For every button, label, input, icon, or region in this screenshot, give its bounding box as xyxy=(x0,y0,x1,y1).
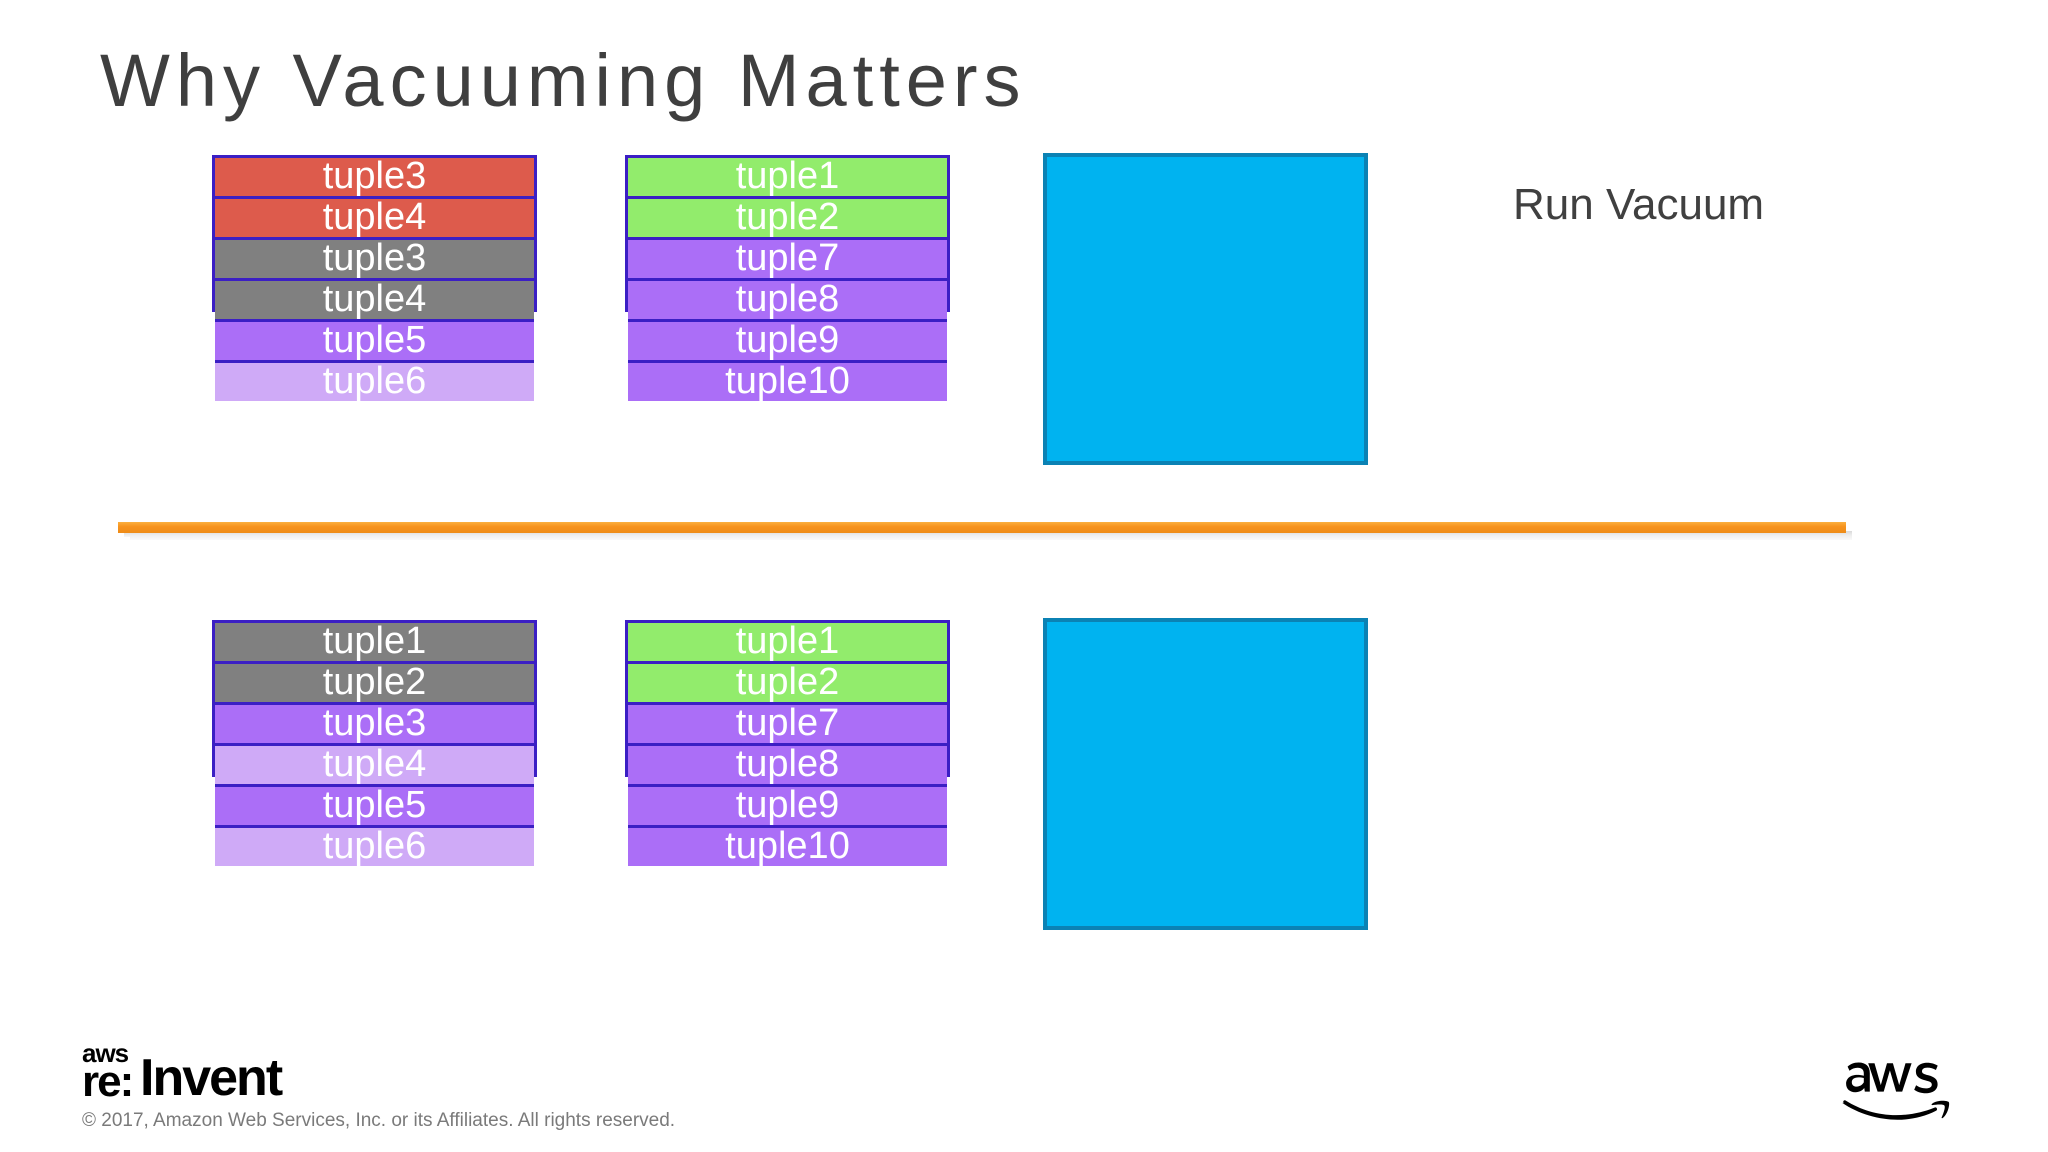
tuple-row: tuple4 xyxy=(215,278,534,322)
tuple-row: tuple6 xyxy=(215,360,534,402)
tuple-label: tuple10 xyxy=(725,360,850,402)
tuple-label: tuple4 xyxy=(322,278,427,320)
tuple-label: tuple5 xyxy=(322,784,427,826)
tuple-row: tuple5 xyxy=(215,784,534,828)
tuple-label: tuple4 xyxy=(322,743,427,785)
tuple-label: tuple6 xyxy=(322,360,427,402)
tuple-label: tuple3 xyxy=(322,237,427,279)
tuple-label: tuple8 xyxy=(735,278,840,320)
tuple-row: tuple8 xyxy=(628,743,947,787)
tuple-row: tuple6 xyxy=(215,825,534,867)
tuple-label: tuple2 xyxy=(735,196,840,238)
tuple-label: tuple8 xyxy=(735,743,840,785)
tuple-row: tuple9 xyxy=(628,319,947,363)
tuple-row: tuple1 xyxy=(215,620,534,664)
aws-logo xyxy=(1836,1032,1986,1120)
tuple-row: tuple10 xyxy=(628,825,947,867)
copyright-text: © 2017, Amazon Web Services, Inc. or its… xyxy=(82,1110,676,1131)
reinvent-aws-text: aws xyxy=(82,1038,129,1068)
tuple-label: tuple1 xyxy=(735,155,840,197)
tuple-label: tuple7 xyxy=(735,702,840,744)
tuple-label: tuple9 xyxy=(735,319,840,361)
tuple-label: tuple3 xyxy=(322,155,427,197)
tuple-row: tuple4 xyxy=(215,743,534,787)
tuple-row: tuple2 xyxy=(628,196,947,240)
tuple-label: tuple1 xyxy=(322,620,427,662)
tuple-label: tuple2 xyxy=(735,661,840,703)
tuple-label: tuple2 xyxy=(322,661,427,703)
tuple-label: tuple9 xyxy=(735,784,840,826)
tuple-row: tuple7 xyxy=(628,702,947,746)
divider-orange-line xyxy=(118,522,1846,533)
tuple-row: tuple1 xyxy=(628,620,947,664)
tuple-row: tuple2 xyxy=(215,661,534,705)
tuple-row: tuple10 xyxy=(628,360,947,402)
tuple-row: tuple2 xyxy=(628,661,947,705)
tuple-label: tuple10 xyxy=(725,825,850,867)
tuple-label: tuple4 xyxy=(322,196,427,238)
tuple-label: tuple5 xyxy=(322,319,427,361)
tuple-row: tuple1 xyxy=(628,155,947,199)
divider-shadow-outer xyxy=(124,531,1852,537)
tuple-row: tuple3 xyxy=(215,702,534,746)
tuple-label: tuple7 xyxy=(735,237,840,279)
tuple-row: tuple4 xyxy=(215,196,534,240)
before-free-space-box xyxy=(1043,153,1368,465)
tuple-row: tuple7 xyxy=(628,237,947,281)
tuple-row: tuple9 xyxy=(628,784,947,828)
reinvent-logo: aws re: Invent xyxy=(82,1038,342,1107)
reinvent-invent-text: Invent xyxy=(140,1049,283,1107)
tuple-label: tuple6 xyxy=(322,825,427,867)
tuple-row: tuple3 xyxy=(215,237,534,281)
tuple-label: tuple3 xyxy=(322,702,427,744)
run-vacuum-label: Run Vacuum xyxy=(1513,180,1765,229)
tuple-label: tuple1 xyxy=(735,620,840,662)
tuple-row: tuple5 xyxy=(215,319,534,363)
tuple-row: tuple3 xyxy=(215,155,534,199)
reinvent-re-text: re: xyxy=(82,1057,134,1106)
tuple-row: tuple8 xyxy=(628,278,947,322)
page-title: Why Vacuuming Matters xyxy=(100,39,1027,122)
after-free-space-box xyxy=(1043,618,1368,930)
section-divider xyxy=(118,522,1852,544)
divider-shadow-inner xyxy=(130,535,1852,540)
